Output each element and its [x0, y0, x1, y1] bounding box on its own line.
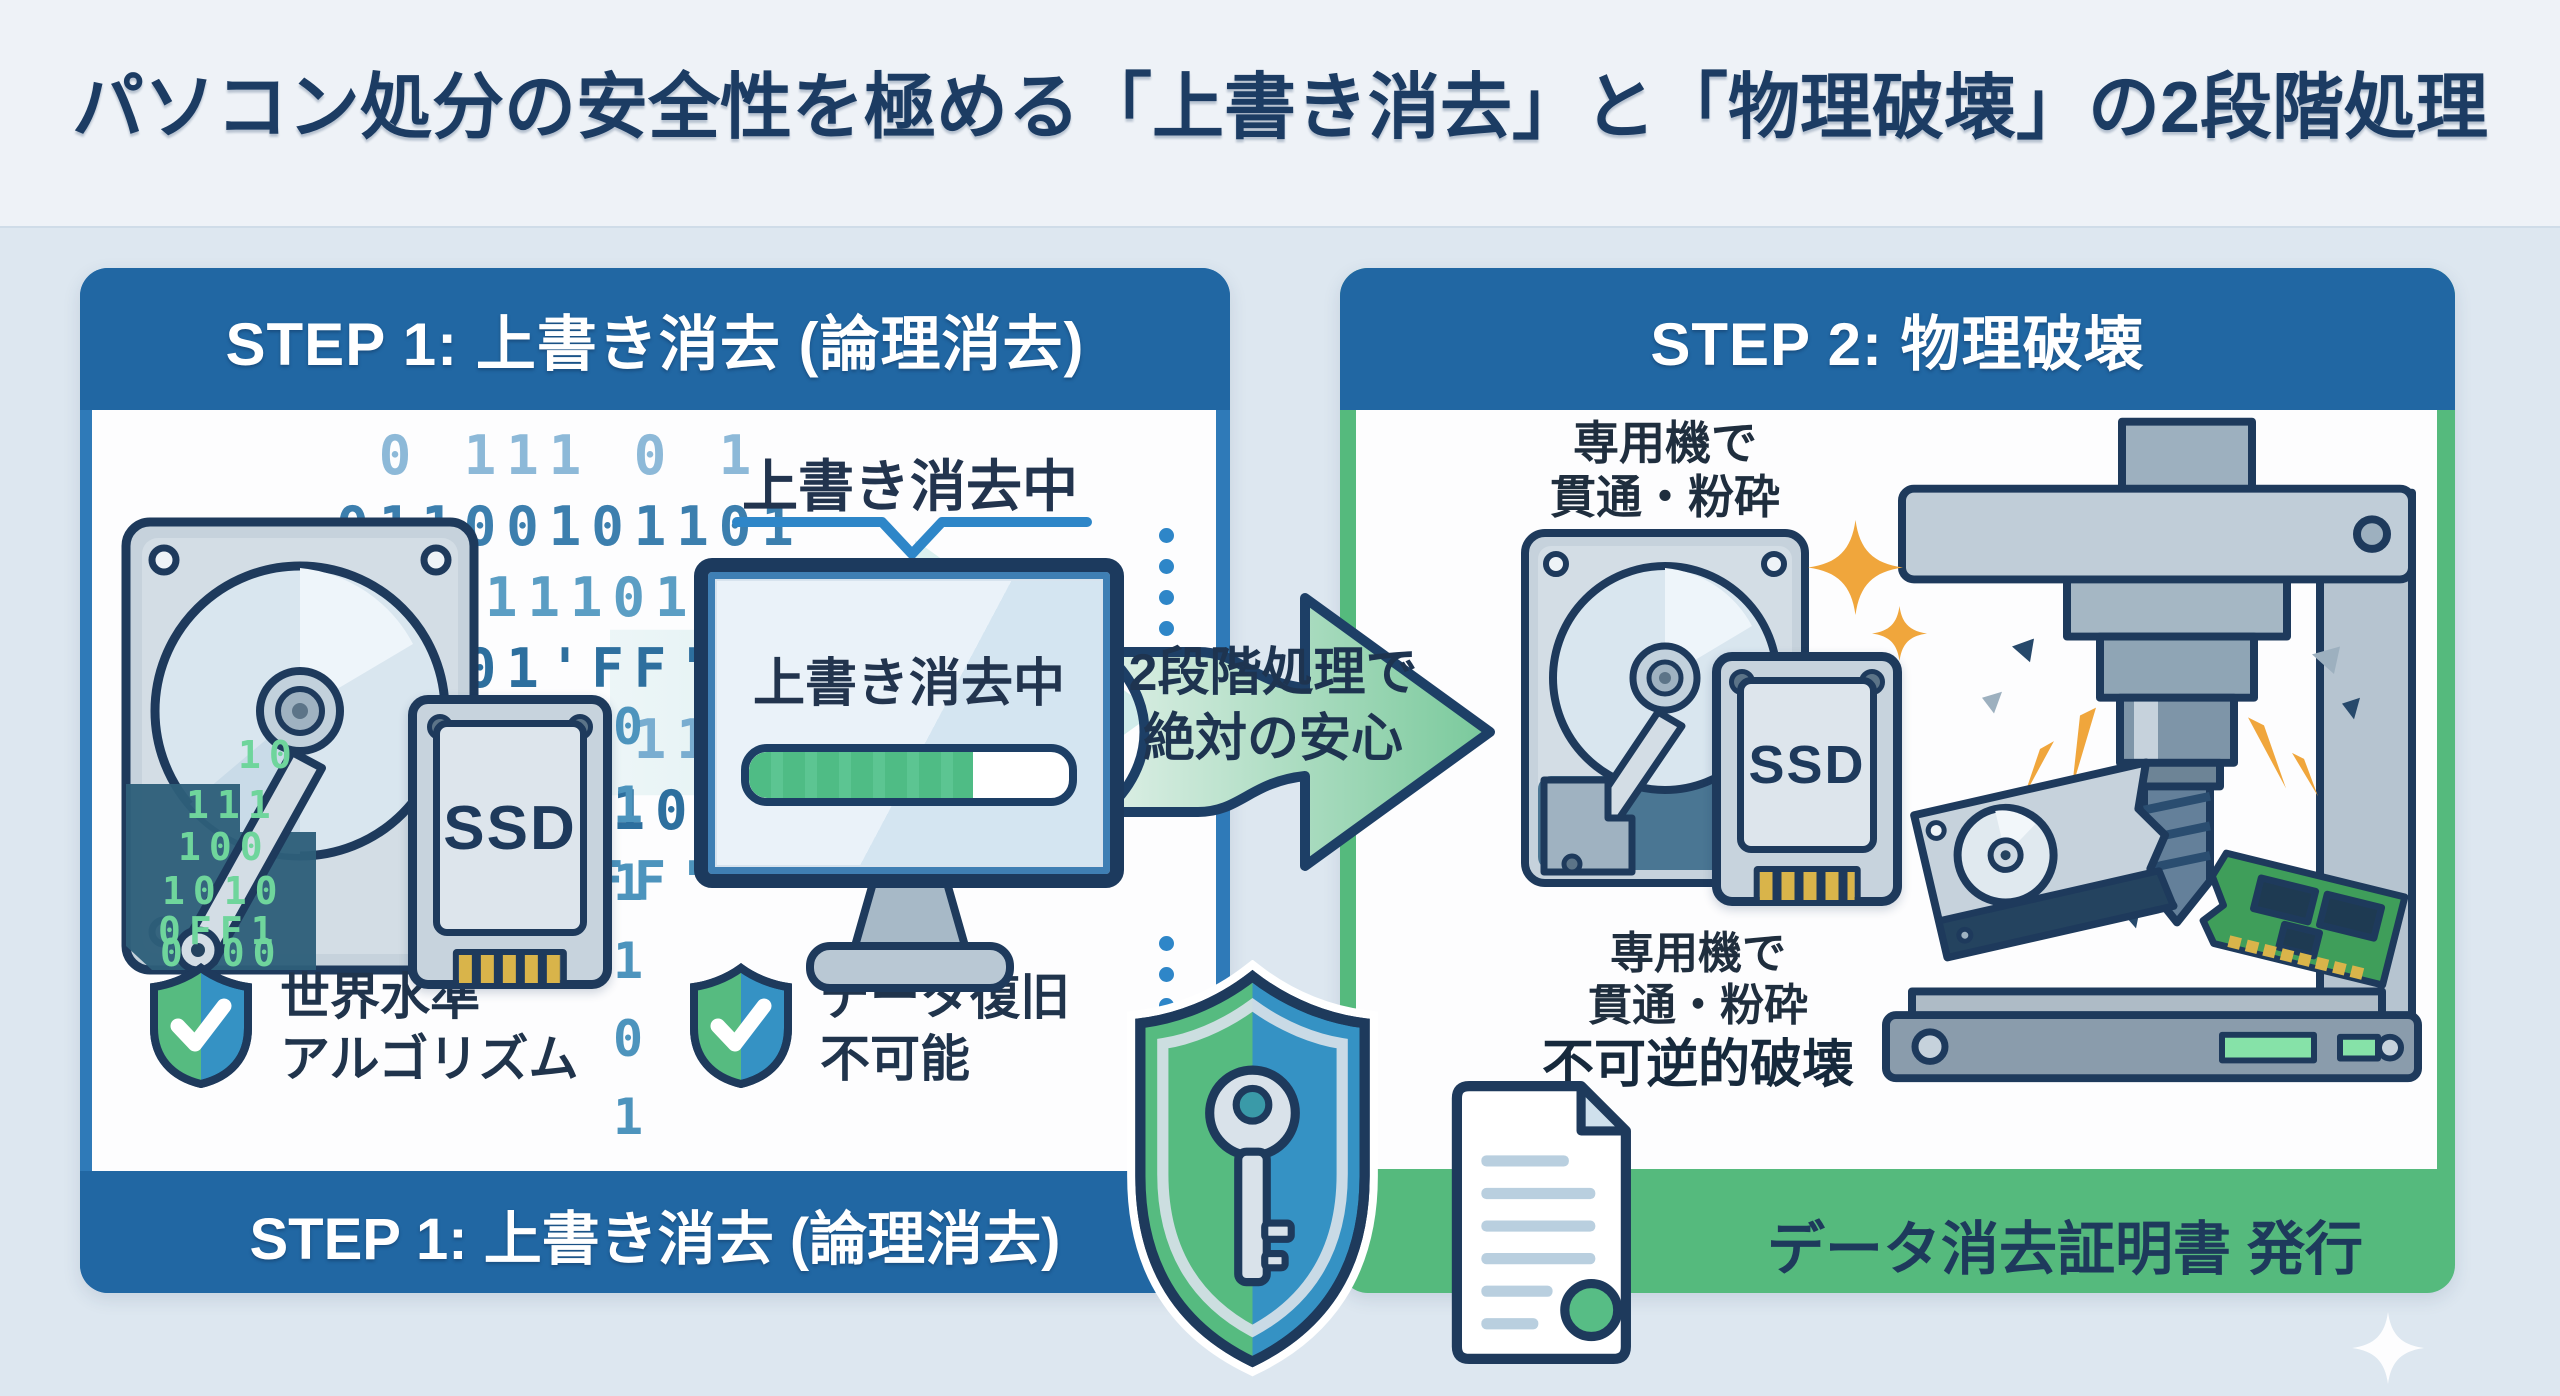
shield-check-icon: [690, 963, 792, 1088]
step1-header-title: STEP 1: 上書き消去 (論理消去): [225, 310, 1085, 378]
ssd-connector-pins: [452, 949, 568, 989]
monitor-icon: 上書き消去中: [694, 558, 1124, 888]
callout-bracket: [732, 517, 1092, 559]
hdd-digit-row: 10: [238, 733, 300, 777]
certificate-icon: [1451, 1081, 1631, 1364]
step2-header-title: STEP 2: 物理破壊: [1650, 310, 2145, 378]
hdd-digit-row: 0 00: [160, 931, 284, 975]
hdd-digit-row: 111: [186, 783, 279, 827]
step2-top-caption: 専用機で 貫通・粉砕: [1550, 417, 1780, 523]
monitor-stand: [806, 872, 1014, 992]
step1-header-band: STEP 1: 上書き消去 (論理消去): [80, 268, 1230, 410]
feature-text: 世界水準 アルゴリズム: [280, 969, 579, 1087]
shield-key-icon: [1127, 960, 1378, 1377]
binary-row: 011101: [442, 566, 698, 629]
progress-bar: [741, 743, 1077, 806]
step2-bottom-caption: 専用機で 貫通・粉砕 不可逆的破壊: [1541, 929, 1854, 1094]
binary-row: 0 111 0 1: [378, 424, 762, 487]
monitor-callout-label: 上書き消去中: [742, 455, 1078, 518]
step1-footer-title: STEP 1: 上書き消去 (論理消去): [249, 1207, 1061, 1272]
step1-panel: STEP 1: 上書き消去 (論理消去): [80, 268, 1230, 1293]
ssd-icon: SSD: [1712, 652, 1902, 906]
certificate-caption: データ消去証明書 発行: [1766, 1217, 2364, 1282]
transition-arrow-text: 2段階処理で 絶対の安心: [1128, 644, 1418, 768]
sparkle-icon: [2352, 1312, 2424, 1384]
drill-press-icon: [1882, 417, 2422, 1083]
progress-fill: [749, 751, 973, 798]
sparkle-icon: [1872, 606, 1927, 661]
feature-item-world-standard: 世界水準 アルゴリズム: [148, 962, 579, 1090]
binary-column: 0 1 1 1 0 1: [612, 698, 644, 1146]
title-zone: [0, 0, 2560, 228]
ssd-face: SSD: [433, 720, 587, 936]
ssd-label: SSD: [1748, 735, 1866, 795]
hdd-digit-row: 0FF1: [158, 909, 282, 953]
screen-status-text: 上書き消去中: [752, 654, 1065, 713]
transition-arrow: [1099, 593, 1495, 871]
ssd-icon: SSD: [408, 695, 612, 989]
dotted-connector: [1158, 512, 1174, 652]
ssd-face: SSD: [1737, 677, 1877, 853]
step1-footer-band: [80, 1171, 1230, 1293]
hdd-digit-row: 100: [178, 825, 271, 869]
hdd-digit-row: 1010: [162, 869, 286, 913]
ssd-connector-pins: [1753, 866, 1861, 906]
ssd-label: SSD: [443, 793, 577, 863]
page-title: パソコン処分の安全性を極める「上書き消去」と「物理破壊」の2段階処理: [71, 68, 2489, 148]
sparkle-icon: [1808, 520, 1903, 615]
step2-header-band: STEP 2: 物理破壊: [1340, 268, 2455, 410]
shield-check-icon: [150, 963, 252, 1088]
monitor-screen: 上書き消去中: [717, 581, 1101, 865]
